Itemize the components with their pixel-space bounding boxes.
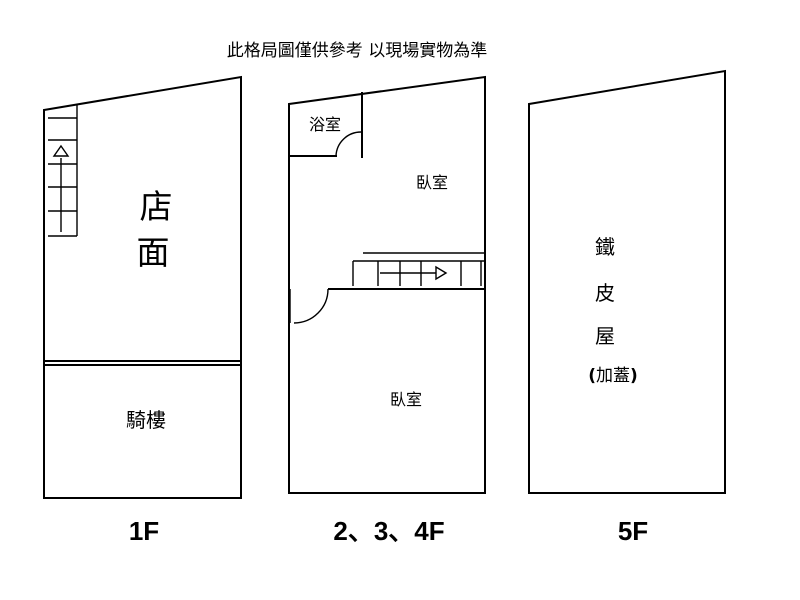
- floor-label-1f: 1F: [129, 516, 159, 546]
- label-shed-line3: 屋: [595, 324, 615, 348]
- label-store-line1: 店: [140, 187, 173, 226]
- floor-label-5f: 5F: [618, 516, 648, 546]
- label-shed-line1: 鐵: [595, 235, 615, 259]
- label-arcade: 騎樓: [126, 408, 166, 432]
- floor-5f-plan: [528, 69, 726, 494]
- up-arrow-icon: [52, 144, 70, 157]
- label-store-line2: 面: [137, 233, 170, 272]
- label-shed-line2: 皮: [595, 281, 615, 305]
- bedroom-door-swing: [293, 288, 329, 324]
- bathroom-door-swing: [335, 131, 362, 157]
- floor-234f-outline: [288, 75, 486, 494]
- label-addition: 加蓋: [596, 366, 630, 386]
- right-arrow-icon: [435, 265, 448, 281]
- paren-open: (: [588, 366, 596, 386]
- floor-1f-plan: [43, 75, 242, 499]
- label-bathroom: 浴室: [309, 115, 341, 134]
- label-addition-note: (加蓋): [588, 366, 638, 386]
- floor-label-234f: 2、3、4F: [333, 516, 444, 546]
- floor-1f-outline: [43, 75, 242, 499]
- disclaimer-text: 此格局圖僅供參考 以現場實物為準: [227, 41, 487, 61]
- label-bedroom-upper: 臥室: [416, 173, 448, 192]
- label-bedroom-lower: 臥室: [390, 390, 422, 409]
- floor-1f-staircase: [48, 104, 78, 237]
- floor-234f-plan: [288, 75, 486, 494]
- floor-234f-staircase: [352, 252, 485, 286]
- paren-close: ): [630, 366, 638, 386]
- floor-5f-outline: [528, 69, 726, 494]
